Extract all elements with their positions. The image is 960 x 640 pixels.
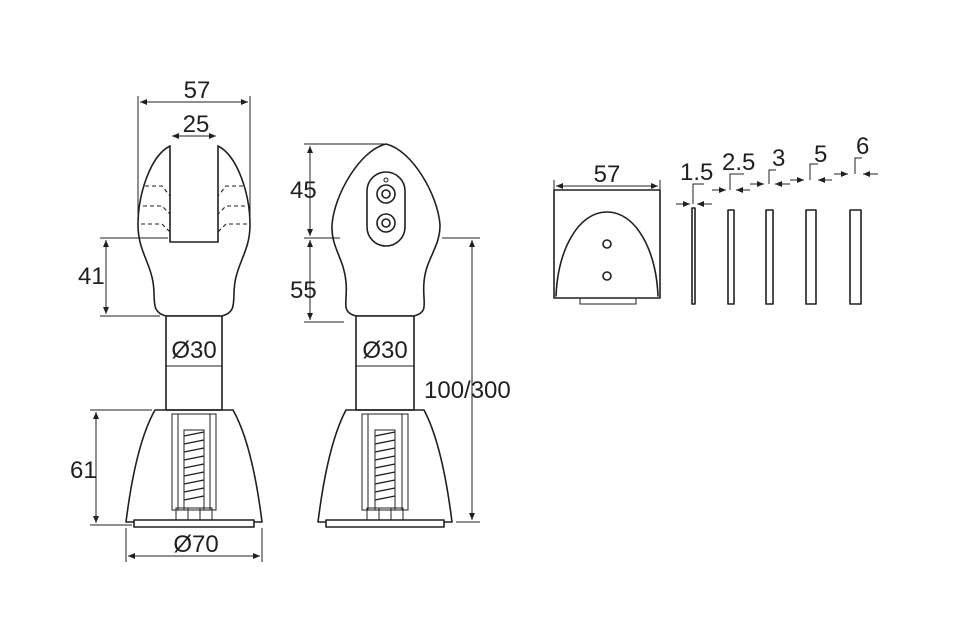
gauge-6 bbox=[849, 209, 862, 305]
front-slot bbox=[169, 145, 219, 243]
side-plate bbox=[366, 171, 406, 247]
dim-lower-height: 55 bbox=[290, 277, 317, 304]
front-head bbox=[137, 145, 251, 317]
dim-glass-6: 6 bbox=[856, 133, 869, 160]
side-head bbox=[331, 143, 441, 317]
dim-glass-3: 3 bbox=[772, 145, 785, 172]
front-inner-sleeve bbox=[171, 413, 217, 511]
dim-width-top: 57 bbox=[184, 77, 211, 104]
clip-hole-bottom bbox=[602, 271, 612, 281]
side-dimensions: 45 55 Ø30 100/300 bbox=[290, 143, 511, 523]
front-thread bbox=[183, 431, 205, 501]
front-base bbox=[125, 409, 263, 523]
clip-hole-top bbox=[602, 239, 612, 249]
gauge-2-5 bbox=[727, 209, 735, 305]
dim-clip-width: 57 bbox=[594, 161, 621, 188]
gauge-3 bbox=[765, 209, 774, 305]
dim-glass-1-5: 1.5 bbox=[680, 159, 713, 186]
side-hole-bottom bbox=[376, 213, 396, 233]
front-hidden-lines-right bbox=[217, 185, 247, 233]
gauge-5 bbox=[805, 209, 817, 305]
dim-slot-width: 25 bbox=[183, 111, 210, 138]
dim-tube-diameter-side: Ø30 bbox=[362, 337, 407, 364]
clip-frame bbox=[553, 189, 661, 299]
dim-tube-diameter-front: Ø30 bbox=[171, 337, 216, 364]
front-foot-plate bbox=[133, 519, 255, 528]
dim-upper-height: 45 bbox=[290, 177, 317, 204]
side-base bbox=[317, 409, 453, 523]
dim-height-41: 41 bbox=[78, 263, 105, 290]
front-tube bbox=[165, 315, 223, 411]
side-view bbox=[317, 143, 453, 528]
side-thread bbox=[374, 431, 396, 501]
front-view bbox=[125, 145, 263, 528]
clip-detail: 57 bbox=[553, 161, 661, 305]
side-hole-top bbox=[376, 184, 396, 204]
clip-arch bbox=[555, 211, 659, 297]
dim-base-height: 61 bbox=[70, 457, 97, 484]
dim-glass-5: 5 bbox=[814, 141, 827, 168]
dim-base-diameter: Ø70 bbox=[173, 531, 218, 558]
glass-gauges: 1.5 2.5 3 5 6 bbox=[676, 133, 878, 305]
side-tube bbox=[355, 315, 415, 411]
dim-overall-height: 100/300 bbox=[424, 377, 511, 404]
front-hidden-lines-left bbox=[141, 185, 171, 233]
side-foot-plate bbox=[325, 519, 445, 528]
front-dimensions: 57 25 41 Ø30 61 Ø70 bbox=[70, 77, 263, 562]
gauge-1-5 bbox=[691, 207, 696, 305]
dim-glass-2-5: 2.5 bbox=[722, 149, 755, 176]
